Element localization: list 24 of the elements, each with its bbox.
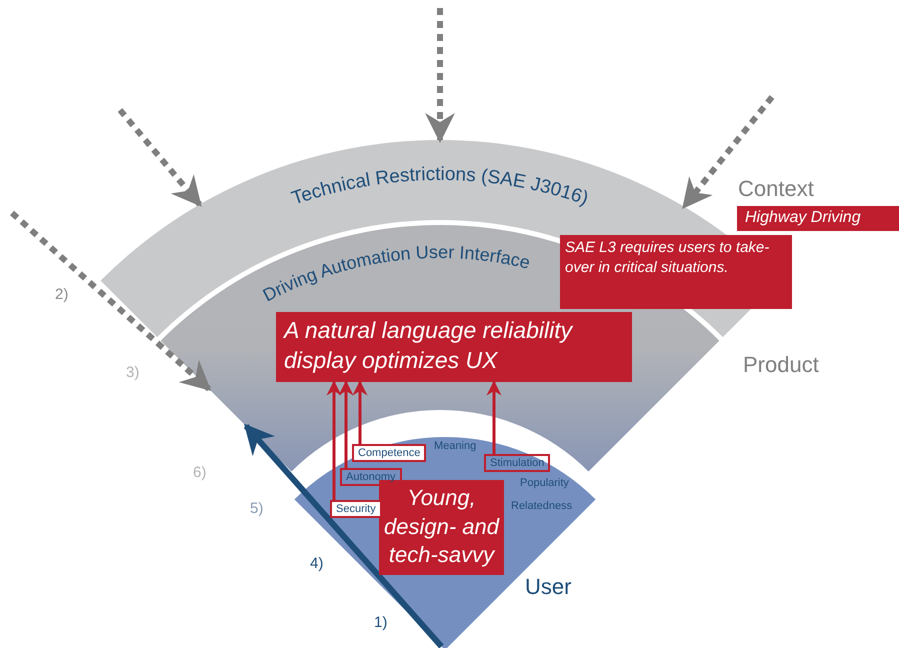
arrow — [244, 424, 444, 648]
note-box: Highway Driving — [737, 206, 899, 231]
dashed-arrow — [118, 108, 202, 207]
arrow — [486, 380, 502, 454]
band-title: Technical Restrictions (SAE J3016) — [289, 164, 591, 210]
note-box: A natural language reliability display optimizes UX — [276, 312, 632, 382]
dashed-arrow — [425, 8, 455, 143]
arrow — [352, 380, 368, 444]
band-heading: Context — [738, 176, 814, 202]
value-label: Relatedness — [511, 500, 572, 512]
value-label: Popularity — [520, 477, 569, 489]
band-heading: Product — [743, 352, 819, 378]
step-number: 2) — [55, 286, 68, 303]
arrow — [338, 380, 354, 468]
dashed-arrow — [682, 95, 774, 210]
dashed-arrow — [10, 210, 212, 392]
step-number: 1) — [374, 614, 388, 631]
value-label: Meaning — [434, 440, 476, 452]
step-number: 4) — [310, 555, 324, 572]
arrow — [326, 380, 342, 500]
step-number: 6) — [193, 464, 206, 481]
band-heading: User — [525, 574, 572, 600]
step-number: 5) — [250, 500, 264, 517]
step-number: 3) — [126, 364, 140, 381]
